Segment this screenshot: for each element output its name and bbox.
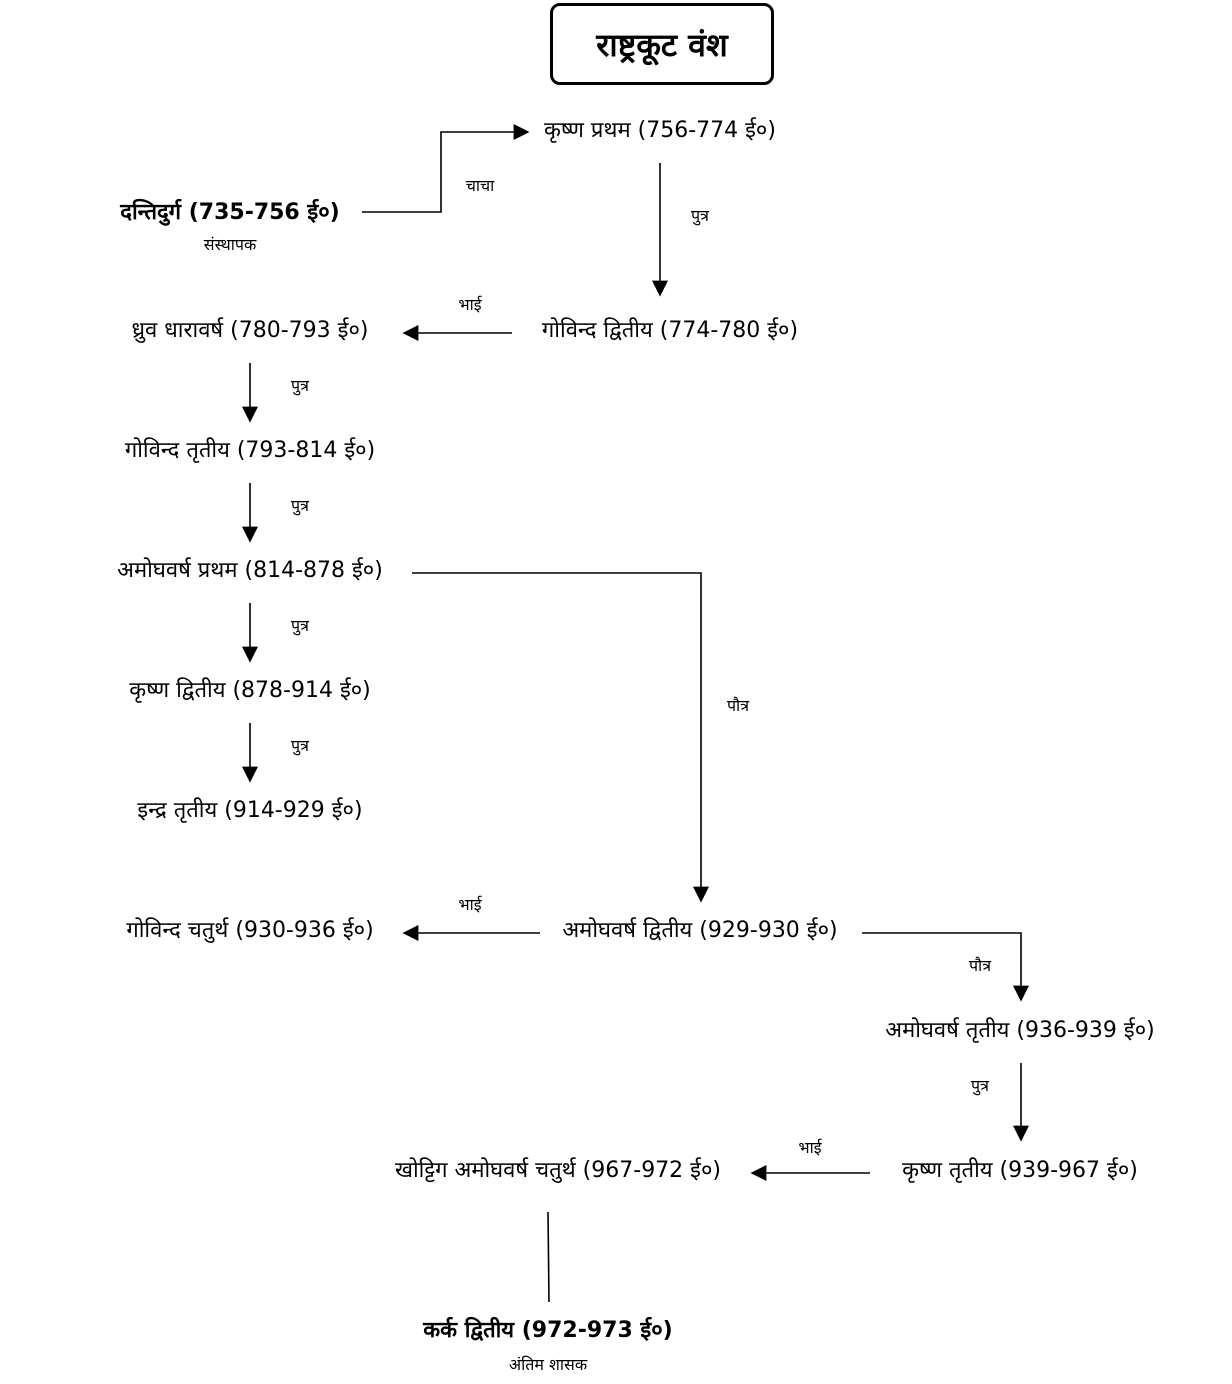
label-uncle: चाचा [465,176,495,195]
label-son: पुत्र [971,1076,989,1095]
label-brother: भाई [458,295,482,314]
node-dantidurga: दन्तिदुर्ग (735-756 ई०) [120,200,340,225]
label-son: पुत्र [291,496,309,515]
node-krishna3: कृष्ण तृतीय (939-967 ई०) [902,1158,1138,1183]
node-dhruva: ध्रुव धारावर्ष (780-793 ई०) [131,318,369,343]
node-amogh2: अमोघवर्ष द्वितीय (929-930 ई०) [562,918,838,943]
node-amogh1: अमोघवर्ष प्रथम (814-878 ई०) [117,558,383,583]
note-founder: संस्थापक [203,235,257,254]
label-brother: भाई [458,895,482,914]
line-khottiga-karka2 [547,1211,550,1303]
arrow-dantidurga-krishna1 [362,124,530,213]
label-grandson: पौत्र [968,956,992,975]
node-amogh3: अमोघवर्ष तृतीय (936-939 ई०) [885,1018,1155,1043]
node-krishna2: कृष्ण द्वितीय (878-914 ई०) [129,678,371,703]
arrow-amogh1-amogh2 [412,572,709,903]
label-grandson: पौत्र [726,696,750,715]
node-govinda2: गोविन्द द्वितीय (774-780 ई०) [541,318,799,343]
node-govinda4: गोविन्द चतुर्थ (930-936 ई०) [126,918,374,943]
label-son: पुत्र [291,616,309,635]
label-son: पुत्र [291,736,309,755]
node-karka2: कर्क द्वितीय (972-973 ई०) [423,1318,673,1343]
node-khottiga: खोट्टिग अमोघवर्ष चतुर्थ (967-972 ई०) [394,1158,722,1183]
node-indra3: इन्द्र तृतीय (914-929 ई०) [137,798,363,823]
node-krishna1: कृष्ण प्रथम (756-774 ई०) [544,118,776,143]
label-son: पुत्र [691,206,709,225]
note-last-ruler: अंतिम शासक [508,1355,588,1374]
label-son: पुत्र [291,376,309,395]
diagram-title: राष्ट्रकूट वंश [550,3,774,85]
node-govinda3: गोविन्द तृतीय (793-814 ई०) [124,438,376,463]
arrow-amogh2-amogh3 [862,932,1029,1002]
label-brother: भाई [798,1138,822,1157]
